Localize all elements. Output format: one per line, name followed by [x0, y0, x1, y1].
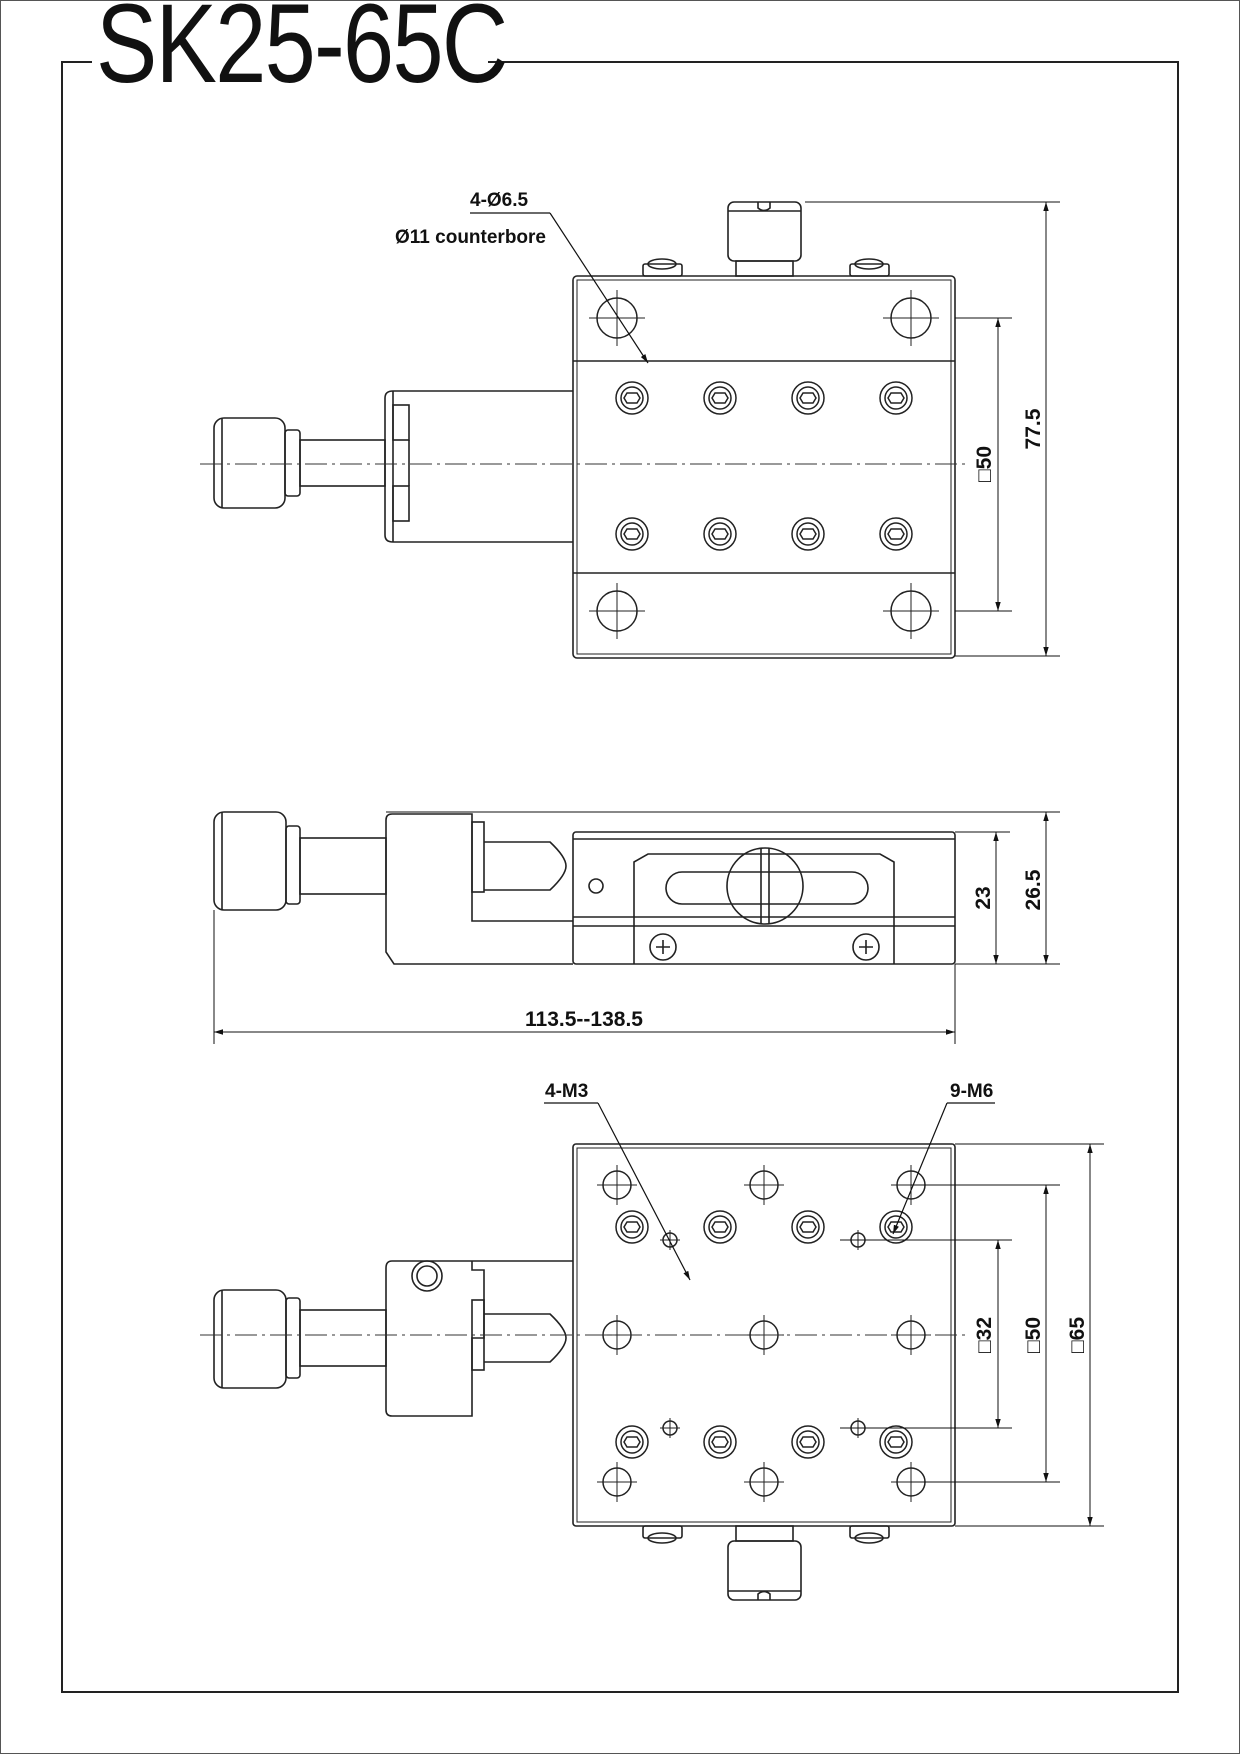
top-dimensions: [805, 201, 1060, 657]
dim-length-label: 113.5--138.5: [525, 1008, 643, 1031]
dim-height-outer-label: 26.5: [1022, 869, 1045, 910]
cap-screw-row: [615, 381, 913, 551]
side-micrometer-thimble: [213, 811, 287, 911]
side-micrometer-housing: [385, 813, 573, 965]
dim-mid-label: □50: [1022, 1317, 1045, 1353]
bottom-view-holes: [597, 1165, 931, 1502]
top-micrometer-thimble: [213, 417, 286, 509]
bottom-lock-knob: [727, 1540, 802, 1601]
bottom-cap-screws: [615, 1210, 913, 1459]
hole-spec-count-label: 4-Ø6.5: [470, 190, 529, 211]
side-lock-plate: [633, 853, 895, 964]
bottom-dimensions: [840, 1143, 1104, 1527]
model-title: SK25-65C: [96, 0, 508, 106]
dim-hole-pitch-label: □50: [973, 446, 996, 482]
m6-note-label: 9-M6: [950, 1081, 993, 1102]
bottom-micrometer-thimble: [213, 1289, 287, 1389]
hole-spec-counterbore-label: Ø11 counterbore: [395, 227, 546, 248]
side-body-outline: [572, 831, 956, 965]
side-lock-knob: [726, 847, 804, 925]
top-view: [213, 201, 956, 659]
dim-outer-label: □65: [1066, 1317, 1089, 1353]
bottom-leaders: [544, 1102, 995, 1281]
side-dimensions: [213, 811, 1060, 1044]
top-hole-leader: [470, 212, 649, 364]
bottom-micrometer-housing: [385, 1260, 573, 1417]
dim-overall-height-label: 77.5: [1022, 408, 1045, 449]
dim-inner-label: □32: [973, 1317, 996, 1353]
m3-note-label: 4-M3: [545, 1081, 588, 1102]
inner-frame: [61, 61, 1179, 1693]
top-view-holes: [589, 290, 939, 639]
top-micrometer-housing: [384, 390, 573, 543]
dim-height-inner-label: 23: [972, 886, 995, 909]
bottom-view: [213, 1143, 956, 1601]
side-view: [213, 811, 956, 965]
